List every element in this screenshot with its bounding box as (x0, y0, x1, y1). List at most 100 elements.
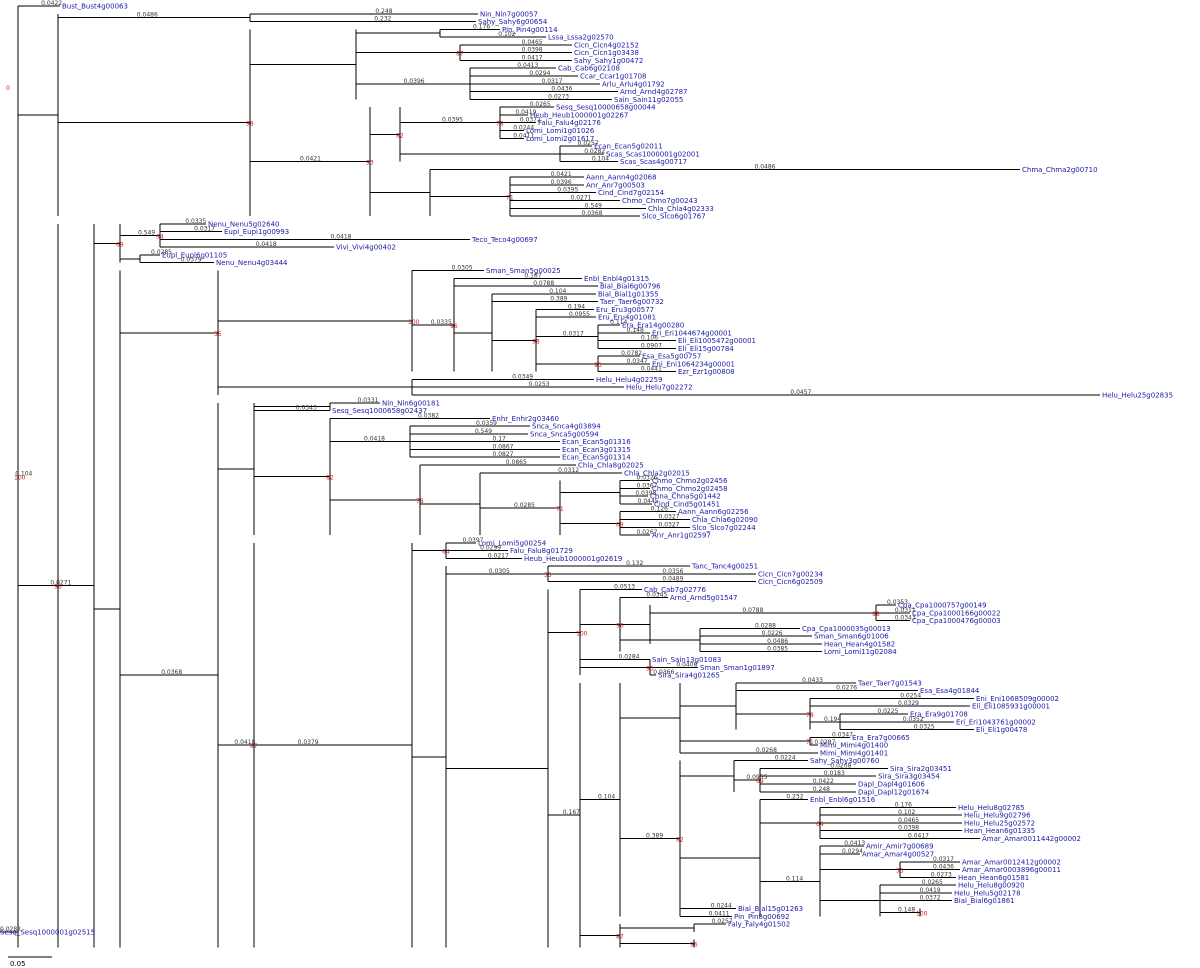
branch-length-label: 0.0436 (933, 864, 954, 871)
branch-length-label: 0.0486 (755, 163, 776, 170)
branch-length-label: 0.0486 (767, 638, 788, 645)
branch-length-label: 0.0325 (914, 724, 935, 731)
leaf-label: Eli_Eli1005472g00001 (678, 337, 756, 345)
branch-length-label: 0.549 (138, 230, 155, 237)
branch-length-label: 0.0282 (584, 148, 605, 155)
branch-length-label: 0.114 (786, 875, 803, 882)
bootstrap-label: 87 (250, 743, 258, 750)
leaf-label: Chla_Chla4g02333 (648, 205, 714, 213)
leaf-label: Sira_Sira2g03451 (890, 765, 952, 773)
bootstrap-label: 93 (366, 160, 374, 167)
leaf-label: Cpa_Cpa1000757g00149 (898, 602, 987, 610)
leaf-label: Dapl_Dapl4g01606 (858, 781, 925, 789)
leaf-label: Eupl_Eupl6g01105 (162, 251, 227, 259)
branch-length-label: 0.0257 (578, 140, 599, 147)
branch-length-label: 0.0353 (887, 599, 908, 606)
leaf-label: Sira_Sira3g03454 (878, 773, 940, 781)
bootstrap-label: 100 (14, 475, 26, 482)
branch-length-label: 0.0282 (0, 926, 21, 933)
branch-length-label: 0.0372 (520, 117, 541, 124)
branch-length-label: 0.0418 (364, 436, 385, 443)
branch-length-label: 0.0441 (641, 366, 662, 373)
branch-length-label: 0.0421 (551, 171, 572, 178)
branch-length-label: 0.106 (641, 335, 658, 342)
leaf-label: Sain_Sain13g01083 (652, 656, 721, 664)
branch-length-label: 0.167 (524, 272, 541, 279)
leaf-label: Pin_Pin4g00114 (502, 26, 558, 34)
leaf-label: Chmo_Chmo2g02456 (652, 477, 728, 485)
leaf-label: Lomi_Lomi11g02084 (824, 648, 897, 656)
branch-length-label: 0.0398 (898, 825, 919, 832)
leaf-label: Sain_Sain11g02055 (614, 96, 683, 104)
branch-length-label: 0.114 (610, 319, 627, 326)
bootstrap-label: 82 (396, 132, 404, 139)
branch-length-label: 0.0217 (488, 552, 509, 559)
branch-length-label: 0.0907 (641, 342, 662, 349)
bootstrap-label: 55 (896, 868, 904, 875)
branch-length-label: 0.0445 (638, 498, 659, 505)
branch-length-label: 0.0224 (775, 755, 796, 762)
leaf-label: Hean_Hean6g01581 (958, 874, 1029, 882)
branch-length-label: 0.0254 (900, 692, 921, 699)
leaf-label: Ccar_Ccar1g01708 (580, 73, 646, 81)
leaf-label: Amar_Amar0012412g00002 (962, 858, 1061, 866)
bootstrap-label: 69 (616, 521, 624, 528)
branch-length-label: 0.0284 (619, 654, 640, 661)
branch-length-label: 0.0347 (832, 731, 853, 738)
leaf-label: Cpa_Cpa1000476g00003 (912, 617, 1001, 625)
branch-length-label: 0.132 (626, 560, 643, 567)
branch-length-label: 0.0368 (161, 669, 182, 676)
scale-bar: 0.05 (8, 956, 52, 968)
branch-length-label: 0.248 (375, 8, 392, 15)
leaf-label: Anr_Anr7g00503 (586, 181, 645, 189)
branch-length-label: 0.0327 (659, 513, 680, 520)
leaf-label: Tanc_Tanc4g00251 (691, 563, 758, 571)
leaf-label: Ezr_Ezr1g00808 (678, 368, 735, 376)
branch-length-label: 0.0418 (256, 241, 277, 248)
bootstrap-label: 55 (544, 572, 552, 579)
leaf-label: Eni_Eni1068509g00002 (976, 695, 1059, 703)
branch-length-label: 0.0317 (563, 331, 584, 338)
bootstrap-label: 64 (156, 234, 164, 241)
bootstrap-label: 87 (456, 51, 464, 58)
leaf-label: Eli_Eli1085931g00001 (972, 703, 1050, 711)
leaf-label: Nin_Nin6g00181 (382, 399, 440, 407)
leaf-label: Hean_Hean6g01335 (964, 827, 1035, 835)
branch-length-label: 0.0372 (920, 895, 941, 902)
branch-length-label: 0.167 (563, 809, 580, 816)
leaf-label: Arlu_Arlu4g01792 (602, 80, 665, 88)
branch-length-label: 0.0343 (296, 405, 317, 412)
leaf-label: Era_Era9g01708 (910, 710, 968, 718)
branch-length-label: 0.0257 (712, 918, 733, 925)
leaf-label: Sman_Sman1g01897 (700, 664, 775, 672)
leaf-label: Heub_Heub1000001g02619 (524, 555, 622, 563)
branch-length-label: 0.0489 (662, 576, 683, 583)
branch-length-label: 0.0411 (513, 132, 534, 139)
leaf-label: Teco_Teco4g00697 (471, 236, 538, 244)
branch-length-label: 0.0419 (515, 109, 536, 116)
branch-length-label: 0.0305 (489, 568, 510, 575)
leaf-label: Cpa_Cpa1000166g00022 (912, 609, 1001, 617)
leaf-label: Eupi_Eupi1g00993 (224, 228, 289, 236)
tree-bootstrap-labels: 1009698938782787169645510096989387827871… (14, 51, 928, 949)
leaf-label: Helu_Helu25g02835 (1102, 392, 1173, 400)
branch-length-label: 0.0782 (621, 350, 642, 357)
branch-length-label: 0.0359 (476, 420, 497, 427)
branch-length-label: 0.0421 (300, 156, 321, 163)
bootstrap-label: 78 (806, 712, 814, 719)
leaf-label: Amar_Amar4g00527 (862, 851, 934, 859)
branch-length-label: 0.549 (585, 202, 602, 209)
branch-length-label: 0.0465 (522, 39, 543, 46)
branch-length-label: 0.104 (549, 288, 566, 295)
leaf-label: Cicn_Cicn1g03438 (574, 49, 639, 57)
branch-length-label: 0.148 (627, 327, 644, 334)
leaf-label: Helu_Helu9g02796 (964, 812, 1031, 820)
branch-length-label: 0.0413 (517, 62, 538, 69)
branch-length-label: 0.0329 (898, 700, 919, 707)
branch-length-label: 0.0244 (513, 124, 534, 131)
leaf-label: Sahy_Sahy3g00760 (810, 757, 879, 765)
branch-length-label: 0.0396 (404, 78, 425, 85)
leaf-label: Eli_Eli1g00478 (976, 726, 1027, 734)
leaf-label: Mimi_Mimi4g01401 (820, 749, 888, 757)
